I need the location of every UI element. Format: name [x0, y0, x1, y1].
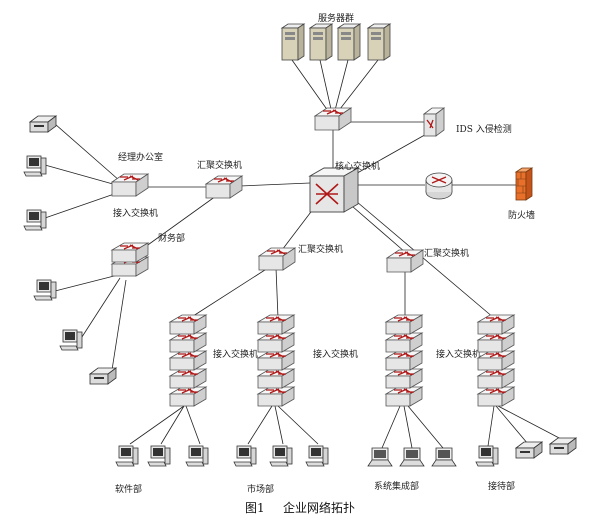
label-finance: 财务部 — [158, 232, 185, 244]
laptop-icon — [431, 447, 457, 467]
desktop-pc-icon — [269, 445, 293, 467]
reception-switch-stack — [477, 314, 515, 407]
software-switch-stack — [169, 314, 207, 407]
system-switch-stack — [385, 314, 423, 407]
server-icon — [309, 23, 333, 61]
label-agg-left: 汇聚交换机 — [197, 159, 242, 171]
server-group — [281, 23, 391, 61]
agg-switch-left-icon — [205, 175, 243, 199]
label-access-market: 接入交换机 — [313, 348, 358, 360]
desktop-pc-icon — [147, 445, 171, 467]
label-firewall: 防火墙 — [508, 209, 535, 221]
links — [44, 59, 564, 449]
figure-number: 图1 — [245, 501, 265, 515]
desktop-pc-icon — [185, 445, 209, 467]
core-switch-icon — [308, 167, 360, 213]
label-access-software: 接入交换机 — [213, 348, 258, 360]
label-dept-system: 系统集成部 — [374, 480, 419, 492]
label-core-switch: 核心交换机 — [335, 160, 380, 172]
desktop-pc-icon — [475, 445, 499, 467]
label-agg-mid: 汇聚交换机 — [298, 243, 343, 255]
label-dept-market: 市场部 — [247, 483, 274, 495]
firewall-icon — [514, 167, 534, 201]
desktop-pc-icon — [115, 445, 139, 467]
laptop-icon — [399, 447, 425, 467]
server-switch-icon — [314, 107, 352, 131]
desktop-pc-icon — [59, 329, 83, 351]
laptop-icon — [367, 447, 393, 467]
agg-switch-right-icon — [386, 249, 424, 273]
server-icon — [367, 23, 391, 61]
desktop-pc-icon — [233, 445, 257, 467]
label-servers: 服务器群 — [318, 12, 354, 24]
printer-icon — [89, 367, 117, 385]
label-ids: IDS 入侵检测 — [456, 123, 512, 135]
agg-switch-mid-icon — [258, 247, 296, 271]
label-access-system: 接入交换机 — [436, 348, 481, 360]
access-switch-manager-icon — [111, 173, 149, 197]
label-dept-software: 软件部 — [115, 483, 142, 495]
server-icon — [281, 23, 305, 61]
finance-switch-stack — [111, 242, 149, 277]
label-access-manager: 接入交换机 — [113, 207, 158, 219]
label-agg-right: 汇聚交换机 — [424, 247, 469, 259]
server-icon — [337, 23, 361, 61]
printer-icon — [515, 441, 543, 459]
desktop-pc-icon — [23, 209, 47, 231]
router-icon — [425, 172, 453, 200]
printer-icon — [549, 437, 577, 455]
desktop-pc-icon — [23, 155, 47, 177]
desktop-pc-icon — [33, 279, 57, 301]
ids-device — [422, 107, 446, 137]
market-switch-stack — [257, 314, 295, 407]
label-manager-office: 经理办公室 — [118, 151, 163, 163]
desktop-pc-icon — [305, 445, 329, 467]
printer-icon — [29, 115, 57, 133]
label-dept-reception: 接待部 — [488, 480, 515, 492]
figure-title: 企业网络拓扑 — [283, 500, 355, 515]
